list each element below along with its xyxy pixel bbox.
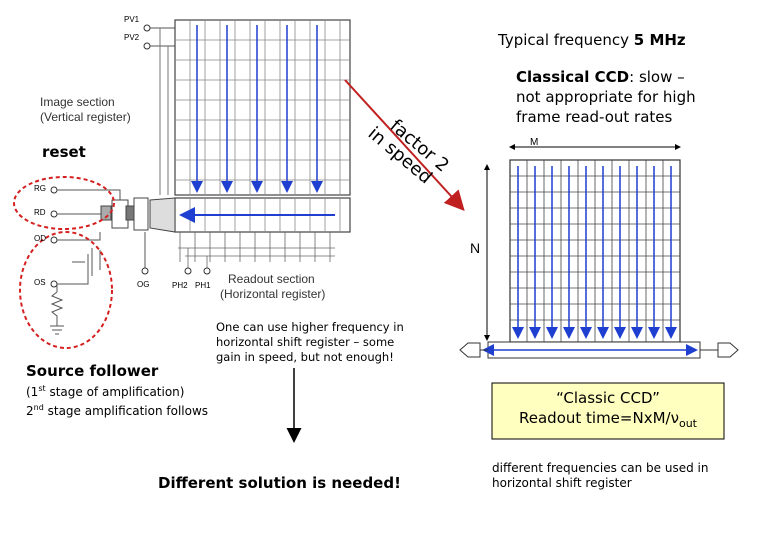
image-section-label-1: Image section [40, 95, 115, 109]
higher-frequency-note: One can use higher frequency in horizont… [216, 320, 404, 365]
amp-line2-sup: nd [33, 403, 44, 412]
typical-frequency: Typical frequency 5 MHz [498, 31, 686, 49]
higher-frequency-line1: One can use higher frequency in [216, 320, 404, 334]
readout-section-label-1: Readout section [228, 272, 315, 286]
vertical-transfer-arrows [191, 25, 323, 193]
classical-ccd-term: Classical CCD [516, 68, 630, 86]
amp-line1-sup: st [38, 384, 46, 393]
pin-label-ph1: PH1 [195, 281, 211, 290]
n-dimension-label: N [470, 240, 481, 256]
higher-frequency-line2: horizontal shift register – some [216, 335, 395, 349]
typical-frequency-prefix: Typical frequency [498, 31, 634, 49]
nu-subscript: out [678, 417, 697, 430]
red-connector-arrow [344, 79, 465, 211]
classical-ccd-line1: : slow – [629, 68, 685, 86]
classic-ccd-title: “Classic CCD” [556, 389, 660, 407]
footnote-text: different frequencies can be used in hor… [492, 461, 708, 491]
amp-line2-post: stage amplification follows [43, 404, 209, 418]
pin-label-rd: RD [34, 208, 46, 217]
pin-label-pv2: PV2 [124, 33, 140, 42]
readout-time-formula: Readout time=NxM/ [519, 409, 671, 427]
classic-ccd-box-text: “Classic CCD” Readout time=NxM/νout [492, 383, 724, 439]
higher-frequency-line3: gain in speed, but not enough! [216, 350, 394, 364]
pin-label-pv1: PV1 [124, 15, 140, 24]
classic-ccd-box [491, 382, 725, 440]
pin-label-ph2: PH2 [172, 281, 188, 290]
source-follower-label: Source follower [26, 362, 159, 380]
nu-symbol: ν [670, 409, 679, 427]
amp-line1-pre: (1 [26, 385, 39, 399]
right-vertical-arrows [512, 166, 677, 339]
m-dimension-label: M [530, 137, 539, 148]
footnote-line1: different frequencies can be used in [492, 461, 709, 475]
right-ccd-diagram [459, 144, 739, 359]
footnote-line2: horizontal shift register [492, 476, 632, 490]
classical-ccd-note: Classical CCD: slow – not appropriate fo… [516, 67, 696, 127]
pin-label-os: OS [34, 278, 46, 287]
image-section-grid [175, 20, 350, 195]
image-section-label-2: (Vertical register) [40, 110, 131, 124]
classical-ccd-line2: not appropriate for high [516, 88, 696, 106]
amp-line1-post: stage of amplification) [45, 385, 185, 399]
amp-line2-pre: 2 [26, 404, 34, 418]
left-ccd-diagram [13, 19, 351, 349]
pin-label-rg: RG [34, 184, 46, 193]
conclusion-text: Different solution is needed! [158, 474, 401, 492]
reset-highlight-ellipse [13, 176, 115, 230]
pin-label-od: OD [34, 234, 46, 243]
typical-frequency-value: 5 MHz [633, 31, 686, 49]
pin-label-og: OG [137, 280, 150, 289]
amplification-note: (1st stage of amplification) 2nd stage a… [26, 381, 208, 419]
readout-section-label-2: (Horizontal register) [220, 287, 326, 301]
classical-ccd-line3: frame read-out rates [516, 108, 673, 126]
reset-label: reset [42, 143, 86, 161]
source-follower-highlight-ellipse [19, 231, 113, 349]
